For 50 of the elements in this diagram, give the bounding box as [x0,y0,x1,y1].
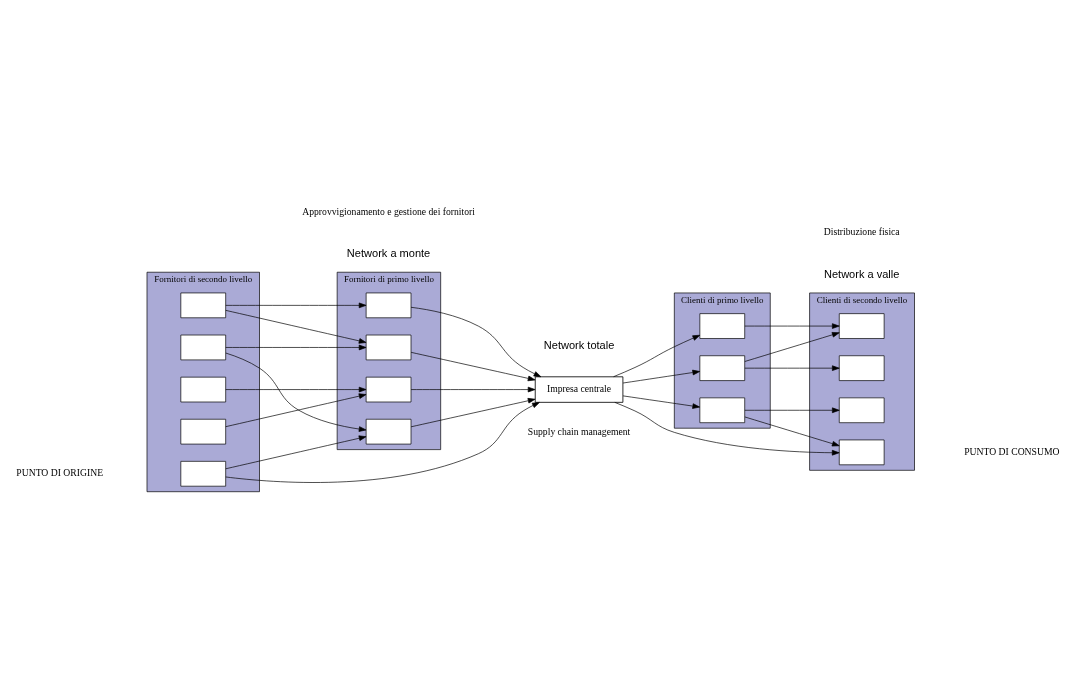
arrow [225,401,540,483]
arrow [410,386,536,392]
node-box [365,376,412,402]
node-box [838,397,885,423]
arrow [225,352,367,432]
label: Approvvigionamento e gestione dei fornitori [302,205,475,217]
arrow [744,416,840,446]
node-box [699,312,746,339]
arrow [744,331,840,362]
node-box [180,418,227,444]
label: PUNTO DI ORIGINE [16,466,104,478]
node-box [180,460,227,487]
arrow [225,302,367,308]
arrow [622,369,701,383]
node-box [180,292,227,318]
node-box [838,312,885,339]
label: Network totale [543,338,615,351]
arrow [225,309,367,344]
node-box [699,354,746,381]
arrow [744,407,840,413]
arrow [410,397,536,427]
arrow [225,386,367,392]
arrow [225,435,367,469]
arrow [744,364,840,371]
arrow [410,306,542,377]
cluster: Fornitori di secondo livello [146,271,260,492]
label: Supply chain management [527,425,631,437]
arrow [622,395,701,409]
cluster: Fornitori di primo livello [336,271,442,450]
arrow [614,401,840,455]
node-box [365,292,412,318]
node-box [180,334,227,360]
node-box [180,376,227,402]
node-box [365,418,412,444]
label: PUNTO DI CONSUMO [964,445,1060,457]
arrow [410,351,536,381]
label: Distribuzione fisica [823,225,900,237]
arrow [225,392,367,427]
cluster: Clienti di secondo livello [809,292,915,471]
node-box [838,354,885,381]
node-box [838,439,885,465]
node-box: Impresa centrale [534,375,624,403]
label: Network a valle [824,267,900,280]
node-box [699,397,746,423]
label: Network a monte [346,246,431,259]
arrow [744,322,840,329]
cluster: Clienti di primo livello [673,292,771,429]
node-box [365,334,412,360]
arrow [613,334,701,377]
arrow [225,344,367,350]
